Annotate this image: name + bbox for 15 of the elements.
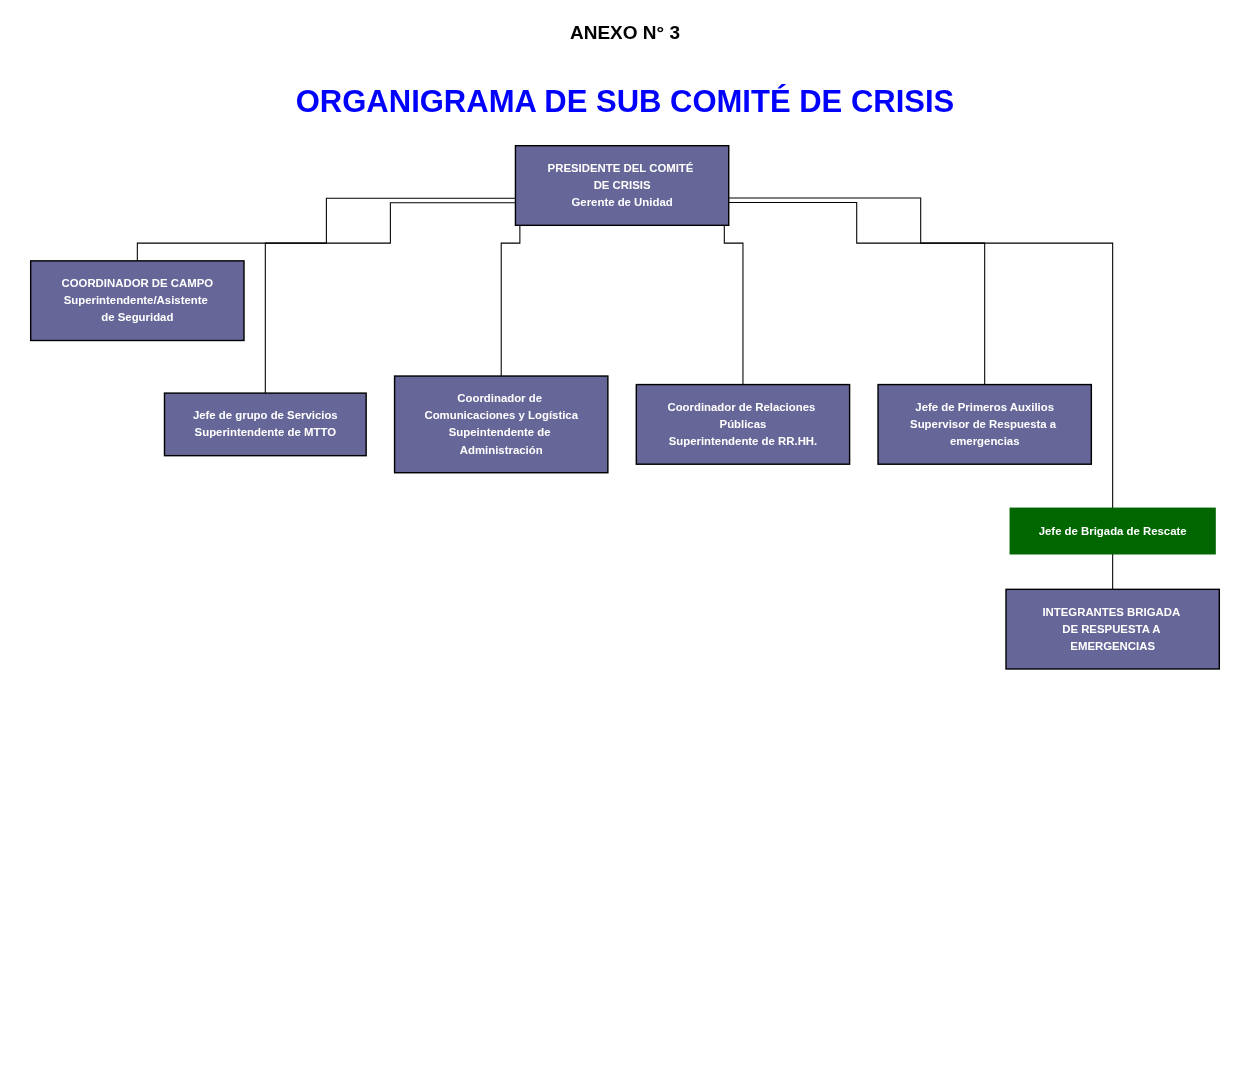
connector — [1112, 553, 1114, 590]
node-box: COORDINADOR DE CAMPO Superintendente/Asistente de Seguridad — [30, 260, 245, 342]
node-box: Jefe de Primeros Auxilios Supervisor de Respuesta a emergencias — [877, 383, 1093, 465]
node-box: Jefe de grupo de Servicios Superintendente de MTTO — [163, 392, 367, 457]
annex-label: ANEXO N° 3 — [570, 22, 680, 44]
node-box: INTEGRANTES BRIGADA DE RESPUESTA A EMERGENCIAS — [1005, 588, 1220, 670]
node-box: Coordinador de Comunicaciones y Logística Supeintendente de Administración — [393, 375, 609, 474]
connector — [264, 202, 516, 394]
node-box: Coordinador de Relaciones Públicas Superintendente de RR.HH. — [635, 383, 851, 465]
node-box: Jefe de Brigada de Rescate — [1009, 507, 1216, 555]
connector — [728, 201, 986, 386]
connector — [136, 197, 516, 262]
connector — [728, 197, 1114, 509]
diagram-title: ORGANIGRAMA DE SUB COMITÉ DE CRISIS — [295, 84, 955, 120]
node-box: PRESIDENTE DEL COMITÉ DE CRISIS Gerente de Unidad — [514, 145, 730, 227]
